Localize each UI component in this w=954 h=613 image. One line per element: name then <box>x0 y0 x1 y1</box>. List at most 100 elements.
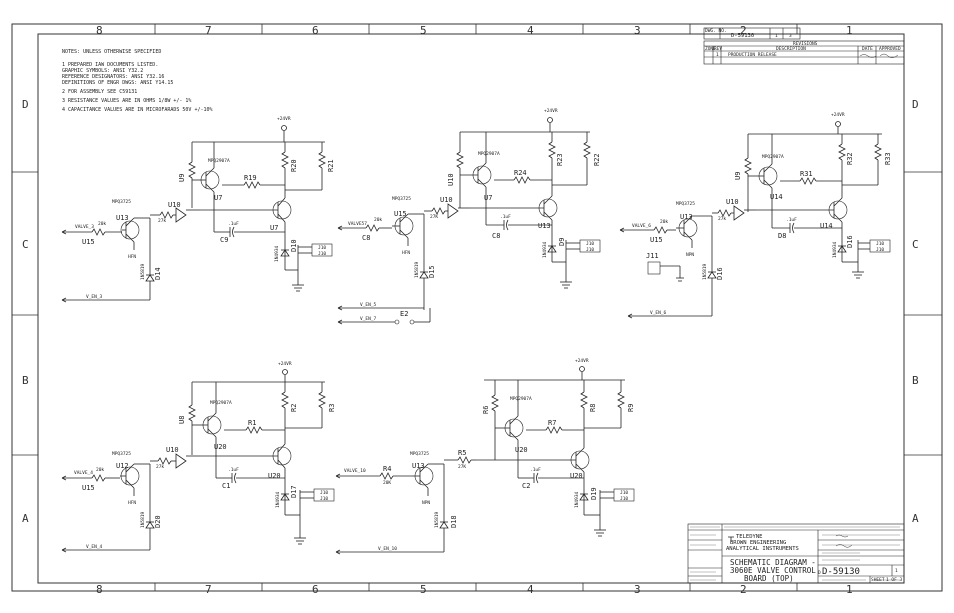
outer-frame <box>11 23 943 592</box>
diode-label: D15 <box>428 265 436 278</box>
jack-j11 <box>647 261 661 275</box>
col-desc: DESCRIPTION <box>776 46 806 52</box>
zone-labels-side: D C B A D C B A <box>22 98 919 525</box>
resistor-value: 20K <box>383 480 391 486</box>
inner-frame <box>37 33 905 584</box>
part-label: U13 <box>116 214 129 222</box>
col-date: DATE <box>862 46 873 52</box>
zener-type: 1N5819 <box>434 511 440 528</box>
diode-label: D20 <box>154 515 162 528</box>
zone-left-a: A <box>22 512 29 525</box>
note-line: 4 CAPACITANCE VALUES ARE IN MICROFARADS … <box>62 107 213 113</box>
rev-number: 1 <box>716 52 719 58</box>
diode-label: D16 <box>846 235 854 248</box>
part-label: U10 <box>168 201 181 209</box>
connector-label: J10 <box>320 496 328 502</box>
circuit-valve-6: +24VR R32 R33 U9 MPQ2907A U14 R31 <box>619 112 892 319</box>
col-approved: APPROVED <box>879 46 901 52</box>
resistor-label: R23 <box>556 153 564 166</box>
zone-right-d: D <box>912 98 919 111</box>
diode-label: D18 <box>450 515 458 528</box>
part-label: U10 <box>440 196 453 204</box>
resistor-value: 20k <box>660 219 668 225</box>
connector-label: J10 <box>620 496 628 502</box>
diode-type: 1N4934 <box>832 241 838 258</box>
supply-label: +24VR <box>831 112 845 118</box>
zone-labels-bottom: 8 7 6 5 4 3 2 1 <box>96 583 853 596</box>
zone-bottom-3: 3 <box>634 583 641 596</box>
drawing-title-1: SCHEMATIC DIAGRAM - <box>730 558 816 567</box>
diode-type: 1N4934 <box>274 245 280 262</box>
resistor-value: 20k <box>96 467 104 473</box>
pnp-label: MPQ2907A <box>762 154 784 160</box>
zone-labels-top: 8 7 6 5 4 3 2 1 <box>96 24 853 37</box>
jack-label: J11 <box>646 252 659 260</box>
diode-type: 1N4934 <box>574 491 580 508</box>
part-label: U9 <box>178 174 186 182</box>
part-label: U9 <box>734 172 742 180</box>
supply-label: +24VR <box>575 358 589 364</box>
dwg-no-label: DWG. NO. <box>705 28 727 34</box>
drawing-title-3: BOARD (TOP) <box>744 574 794 583</box>
zone-bottom-1: 1 <box>846 583 853 596</box>
part-label: U13 <box>680 213 693 221</box>
valve-enable-label: V_EN_5 <box>360 302 377 308</box>
part-label: U14 <box>770 193 783 201</box>
zone-bottom-8: 8 <box>96 583 103 596</box>
zone-top-1: 1 <box>846 24 853 37</box>
title-block: TELEDYNE BROWN ENGINEERING ANALYTICAL IN… <box>687 523 905 584</box>
zone-bottom-7: 7 <box>205 583 212 596</box>
title-size: D <box>818 570 821 576</box>
approval-signature <box>859 53 899 58</box>
connector-label: J10 <box>876 247 884 253</box>
cap-value: .1uF <box>228 221 239 227</box>
note-line: GRAPHIC SYMBOLS: ANSI Y32.2 <box>62 68 143 74</box>
zener-type: 1N5819 <box>414 261 420 278</box>
zone-bottom-5: 5 <box>420 583 427 596</box>
supply-label: +24VR <box>277 116 291 122</box>
part-label: U20 <box>214 443 227 451</box>
resistor-label: R5 <box>458 449 466 457</box>
cap-value: .1uF <box>530 467 541 473</box>
part-label: U10 <box>726 198 739 206</box>
zone-bottom-4: 4 <box>527 583 534 596</box>
company-subdivision: ANALYTICAL INSTRUMENTS <box>726 546 799 552</box>
part-label: U15 <box>82 484 95 492</box>
diode-label: D16 <box>716 267 724 280</box>
valve-input-label: VALVE_10 <box>344 468 366 474</box>
header-sheet: 1 <box>775 33 778 39</box>
zone-top-8: 8 <box>96 24 103 37</box>
cap-label: C1 <box>222 482 230 490</box>
pnp-label: MPQ2907A <box>478 151 500 157</box>
resistor-value: 27k <box>156 464 164 470</box>
resistor-label: R1 <box>248 419 256 427</box>
connector-label: J10 <box>876 241 884 247</box>
zone-bottom-2: 2 <box>740 583 747 596</box>
valve-enable-label-2: V_EN_7 <box>360 316 377 322</box>
note-line: 3 RESISTANCE VALUES ARE IN OHMS 1/8W +/-… <box>62 98 191 104</box>
resistor-label: R33 <box>884 152 892 165</box>
valve-enable-label: V_EN_10 <box>378 546 397 552</box>
zener-type: 1N5819 <box>702 263 708 280</box>
connector-label: J10 <box>320 490 328 496</box>
note-line: DEFINITIONS OF ENGR DWGS: ANSI Y14.15 <box>62 80 173 86</box>
cap-label: C2 <box>522 482 530 490</box>
part-label: U15 <box>82 238 95 246</box>
zener-type: 1N5819 <box>140 511 146 528</box>
pnp-label: MPQ2907A <box>208 158 230 164</box>
valve-enable-label: V_EN_3 <box>86 294 103 300</box>
npn-label: MPQ3725 <box>112 451 131 457</box>
diode-label: D19 <box>590 487 598 500</box>
hfn-label: HFN <box>128 500 136 506</box>
hfn-label: HFN <box>402 250 410 256</box>
resistor-value: 20k <box>374 217 382 223</box>
jumper-label: E2 <box>400 310 408 318</box>
resistor-label: R4 <box>383 465 391 473</box>
zone-top-5: 5 <box>420 24 427 37</box>
note-line: REFERENCE DESIGNATORS: ANSI Y32.16 <box>62 74 164 80</box>
zone-top-6: 6 <box>312 24 319 37</box>
valve-input-label: VALVE_6 <box>632 223 651 229</box>
part-label: C8 <box>362 234 370 242</box>
header-of: 3 <box>789 33 792 39</box>
